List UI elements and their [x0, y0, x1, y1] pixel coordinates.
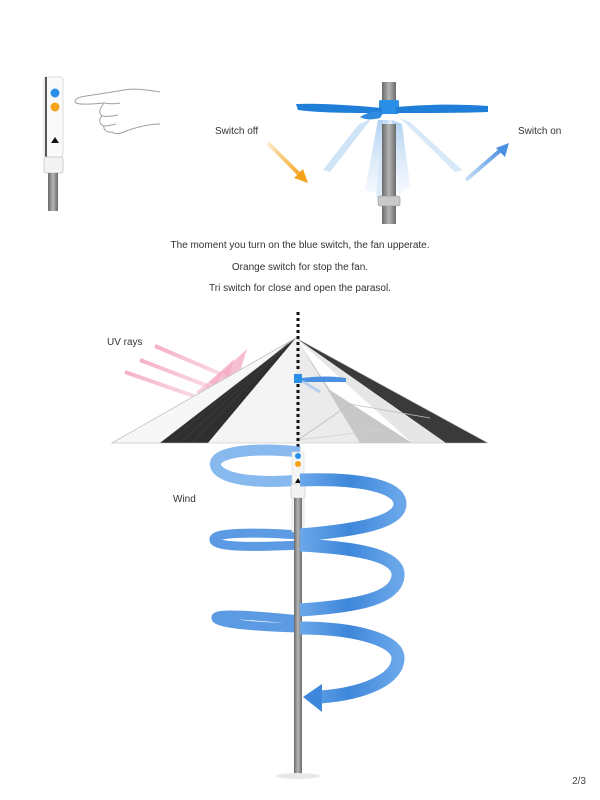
arrow-icon: [294, 169, 308, 183]
switch-on-label: Switch on: [518, 126, 562, 137]
triangle-switch-icon[interactable]: [295, 478, 301, 483]
switch-off-label: Switch off: [215, 126, 259, 137]
caption-orange-switch: Orange switch for stop the fan.: [231, 262, 369, 273]
fan-detail: [266, 82, 509, 224]
wind-spiral-front: [299, 473, 407, 712]
wind-spiral: [209, 444, 301, 633]
orange-switch[interactable]: [295, 461, 301, 467]
caption-tri-switch: Tri switch for close and open the paraso…: [209, 283, 391, 294]
pointing-hand-icon: [74, 88, 161, 135]
blue-switch[interactable]: [295, 453, 301, 459]
orange-switch[interactable]: [50, 102, 60, 112]
caption-blue-switch: The moment you turn on the blue switch, …: [170, 240, 430, 251]
arrow-icon: [303, 684, 322, 712]
page-number: 2/3: [572, 776, 586, 787]
wind-label: Wind: [173, 494, 196, 505]
blue-switch[interactable]: [50, 88, 60, 98]
parasol-illustration: [110, 312, 489, 779]
uv-rays-label: UV rays: [107, 337, 143, 348]
triangle-switch-icon[interactable]: [51, 137, 59, 143]
switch-pole-detail: [43, 76, 64, 211]
arrow-icon: [496, 143, 509, 157]
